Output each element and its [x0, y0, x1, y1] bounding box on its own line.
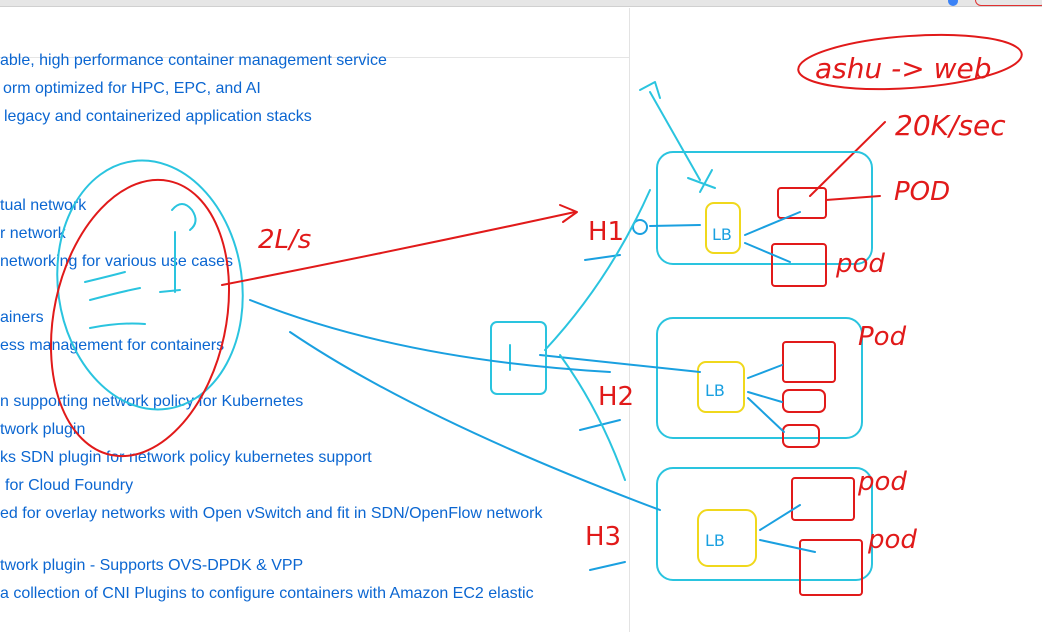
pod-6-box: [791, 477, 855, 521]
lb-to-pod-line: [747, 391, 783, 403]
doc-link[interactable]: networking for various use cases: [0, 253, 233, 270]
up-arrow-head: [639, 81, 661, 99]
doc-link[interactable]: a collection of CNI Plugins to configure…: [0, 585, 534, 602]
page-edge-divider: [629, 8, 630, 632]
h1-to-lb-line: [649, 224, 701, 227]
lb-3-box: [697, 509, 757, 567]
pod-7-box: [799, 539, 863, 596]
doc-link[interactable]: twork plugin: [0, 421, 86, 438]
divider: [0, 57, 630, 58]
host-3-box: [656, 467, 873, 581]
underline: [584, 254, 621, 261]
pod-1-box: [777, 187, 827, 219]
host-3-label: H3: [585, 522, 621, 552]
pod-2-box: [771, 243, 827, 287]
pod-label-line: [825, 195, 881, 201]
doc-link[interactable]: twork plugin - Supports OVS-DPDK & VPP: [0, 557, 304, 574]
tab-outline: [975, 0, 1042, 6]
ashu-bubble-outline: [797, 33, 1023, 91]
lb-2-box: [697, 361, 745, 413]
lb-to-pod-line: [747, 397, 785, 433]
pod-label-2: pod: [835, 249, 885, 279]
doc-link[interactable]: orm optimized for HPC, EPC, and AI: [3, 80, 261, 97]
pod-4-box: [782, 389, 826, 413]
lb-to-pod-line: [744, 242, 791, 263]
tab-indicator-icon: [948, 0, 958, 6]
doc-link[interactable]: ks SDN plugin for network policy kuberne…: [0, 449, 372, 466]
lb-1-label: LB: [712, 225, 732, 244]
client-cluster-cyan-outline: [56, 159, 244, 411]
traffic-arrow-red: [221, 211, 576, 286]
lb-1-box: [705, 202, 741, 254]
x-mark: [687, 177, 716, 189]
lb-3-label: LB: [705, 531, 725, 550]
doc-link[interactable]: ess management for containers: [0, 337, 225, 354]
lb-to-pod-line: [759, 504, 801, 531]
client-to-host3-line: [289, 331, 661, 511]
gateway-to-host3-line: [559, 354, 626, 481]
rate-top-label: 20K/sec: [895, 109, 1006, 142]
x-mark: [699, 169, 713, 193]
doc-link[interactable]: ainers: [0, 309, 44, 326]
pod-label-3: Pod: [858, 322, 907, 352]
client-sketch-stroke: [89, 287, 141, 301]
doc-link[interactable]: able, high performance container managem…: [0, 52, 387, 69]
doc-link[interactable]: tual network: [0, 197, 87, 214]
up-arrow: [649, 91, 701, 181]
host-1-box: [656, 151, 873, 265]
host-2-box: [656, 317, 863, 439]
host-1-label: H1: [588, 217, 624, 247]
doc-link[interactable]: for Cloud Foundry: [5, 477, 134, 494]
pod-label-5: pod: [867, 525, 917, 555]
underline: [579, 419, 621, 431]
pod-5-box: [782, 424, 820, 448]
rate-left-label: 2L/s: [258, 225, 311, 255]
client-sketch-stroke: [84, 271, 126, 283]
client-to-host2-line: [249, 299, 611, 373]
ashu-label: ashu -> web: [815, 52, 992, 85]
client-sketch-stroke: [159, 289, 181, 293]
pod-label-1: POD: [894, 177, 950, 207]
lb-2-label: LB: [705, 381, 725, 400]
underline: [589, 561, 626, 571]
client-sketch-stroke: [171, 203, 197, 231]
doc-link[interactable]: n supporting network policy for Kubernet…: [0, 393, 304, 410]
gateway-to-host1-line: [544, 189, 651, 351]
pod-3-box: [782, 341, 836, 383]
doc-link[interactable]: ed for overlay networks with Open vSwitc…: [0, 505, 543, 522]
lb-to-pod-line: [744, 211, 801, 236]
lb-to-pod-line: [747, 364, 783, 379]
client-sketch-stroke: [89, 322, 146, 329]
arrow-head-red: [559, 204, 578, 223]
gateway-line: [539, 354, 701, 373]
rate-pointer-line: [809, 121, 886, 197]
doc-link[interactable]: r network: [0, 225, 66, 242]
lb-to-pod-line: [759, 539, 816, 553]
h1-connector-icon: [632, 219, 648, 235]
gateway-box: [490, 321, 547, 395]
pod-label-4: pod: [857, 467, 907, 497]
doc-link[interactable]: legacy and containerized application sta…: [4, 108, 312, 125]
browser-top-bar: [0, 0, 1042, 7]
